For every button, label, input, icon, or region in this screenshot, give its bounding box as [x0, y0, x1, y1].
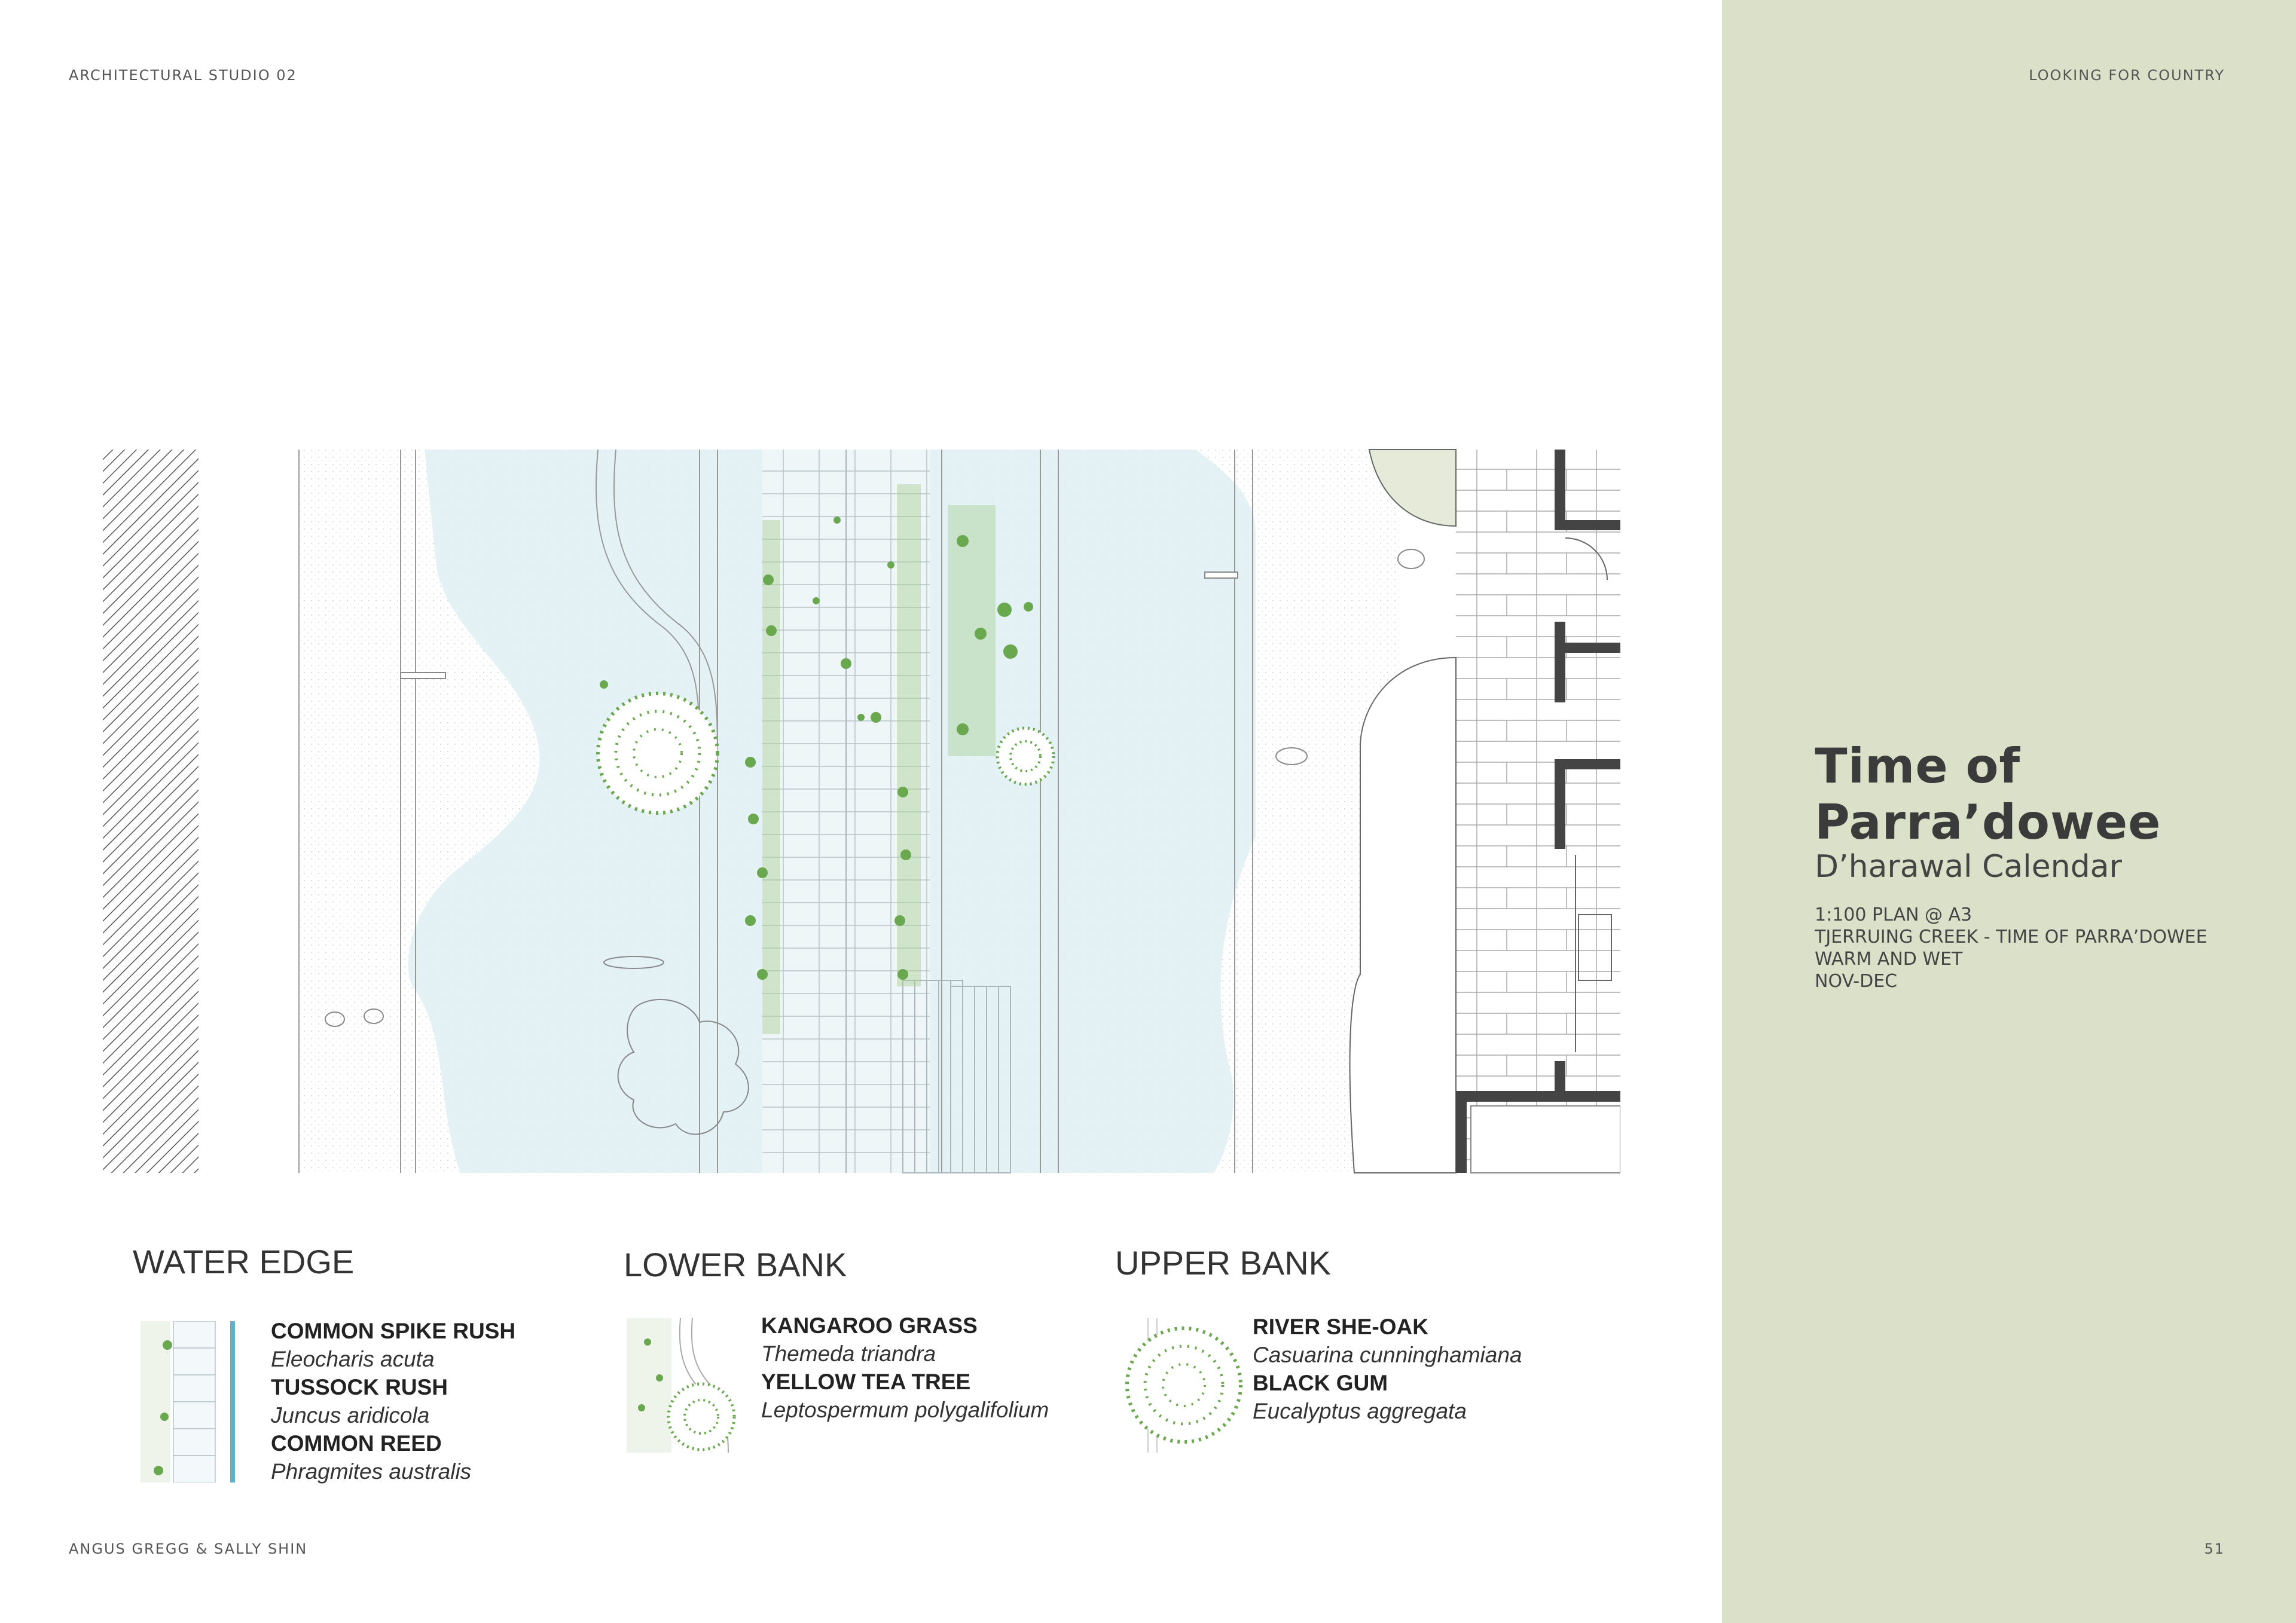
plant-common-name: COMMON SPIKE RUSH	[271, 1319, 516, 1343]
building-walls	[1456, 450, 1620, 1173]
info-line-scale: 1:100 PLAN @ A3	[1815, 904, 1973, 925]
lower-bank-plant-list: KANGAROO GRASS Themeda triandra YELLOW T…	[761, 1312, 1049, 1424]
sidebar-title: Time of Parra’dowee	[1815, 738, 2161, 851]
plant-common-name: TUSSOCK RUSH	[271, 1375, 448, 1399]
title-line-2: Parra’dowee	[1815, 794, 2161, 850]
header-project-label: LOOKING FOR COUNTRY	[2029, 67, 2225, 84]
info-line-months: NOV-DEC	[1815, 971, 1898, 992]
reed-strips	[762, 484, 996, 1034]
header-studio-label: ARCHITECTURAL STUDIO 02	[69, 67, 297, 84]
building-brick-floor	[1456, 450, 1620, 1173]
reed-plants	[600, 516, 1033, 980]
water-edge-plant-list: COMMON SPIKE RUSH Eleocharis acuta TUSSO…	[271, 1317, 515, 1486]
title-line-1: Time of	[1815, 738, 2021, 794]
sidebar-subtitle: D’harawal Calendar	[1815, 849, 2122, 885]
info-line-location: TJERRUING CREEK - TIME OF PARRA’DOWEE	[1815, 927, 2208, 947]
site-plan-drawing	[103, 449, 1620, 1173]
zone-title-upper-bank: UPPER BANK	[1115, 1244, 1331, 1282]
zone-title-lower-bank: LOWER BANK	[624, 1246, 847, 1283]
water-edge-thumbnail	[141, 1321, 260, 1483]
plant-latin-name: Casuarina cunninghamiana	[1253, 1343, 1522, 1367]
black-gum-tree	[996, 726, 1055, 786]
info-line-climate: WARM AND WET	[1815, 949, 1963, 970]
plant-latin-name: Phragmites australis	[271, 1459, 472, 1484]
plant-common-name: BLACK GUM	[1253, 1371, 1388, 1395]
zone-title-water-edge: WATER EDGE	[133, 1243, 355, 1280]
plant-common-name: COMMON REED	[271, 1431, 442, 1456]
upper-bank-plant-list: RIVER SHE-OAK Casuarina cunninghamiana B…	[1253, 1313, 1522, 1425]
hatched-wall	[103, 450, 199, 1173]
plant-latin-name: Themeda triandra	[761, 1341, 936, 1366]
upper-bank-thumbnail	[1124, 1318, 1244, 1453]
plant-common-name: YELLOW TEA TREE	[761, 1370, 971, 1394]
plant-latin-name: Eucalyptus aggregata	[1253, 1399, 1467, 1423]
footer-authors: ANGUS GREGG & SALLY SHIN	[69, 1541, 308, 1557]
path-lines	[298, 449, 1253, 1173]
plant-latin-name: Eleocharis acuta	[271, 1347, 435, 1371]
footer-page-number: 51	[2204, 1541, 2225, 1557]
tree-outline	[617, 999, 749, 1135]
plant-latin-name: Juncus aridicola	[271, 1403, 430, 1428]
plant-common-name: KANGAROO GRASS	[761, 1313, 978, 1338]
building-curved-wall	[1349, 656, 1457, 1173]
lower-bank-thumbnail	[624, 1318, 743, 1453]
sidebar-info: 1:100 PLAN @ A3 TJERRUING CREEK - TIME O…	[1815, 904, 2208, 992]
people-figures	[325, 549, 1425, 1027]
sidebar-panel	[1722, 0, 2296, 1623]
plant-latin-name: Leptospermum polygalifolium	[761, 1398, 1049, 1422]
plant-common-name: RIVER SHE-OAK	[1253, 1315, 1428, 1339]
